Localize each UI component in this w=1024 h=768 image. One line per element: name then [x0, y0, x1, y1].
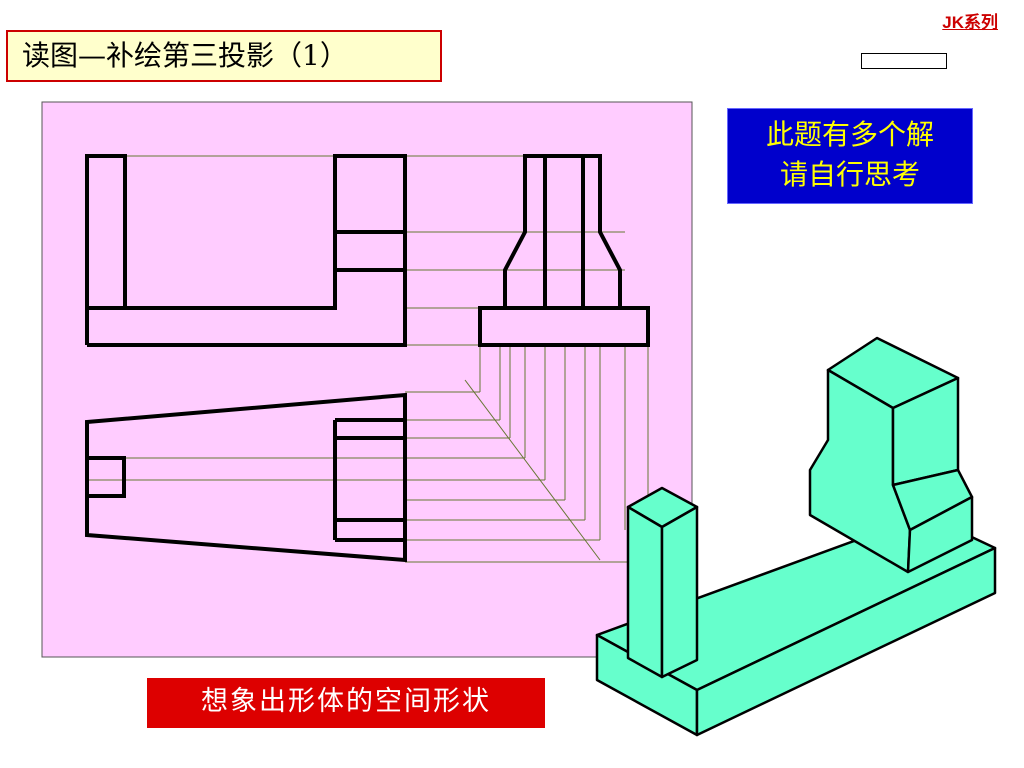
drawing-panel	[41, 101, 693, 658]
caption-banner: 想象出形体的空间形状	[147, 678, 545, 728]
hint-box: 此题有多个解 请自行思考	[727, 108, 973, 204]
top-view	[85, 392, 407, 563]
hint-line-1: 此题有多个解	[765, 118, 934, 151]
projection-lines	[88, 155, 649, 563]
3d-model	[595, 336, 997, 737]
slide-title: 读图—补绘第三投影（1）	[6, 30, 442, 82]
front-view	[85, 154, 407, 347]
blank-box	[861, 53, 947, 69]
hint-line-2: 请自行思考	[779, 158, 920, 191]
side-view	[478, 154, 650, 347]
series-label[interactable]: JK系列	[942, 13, 998, 32]
